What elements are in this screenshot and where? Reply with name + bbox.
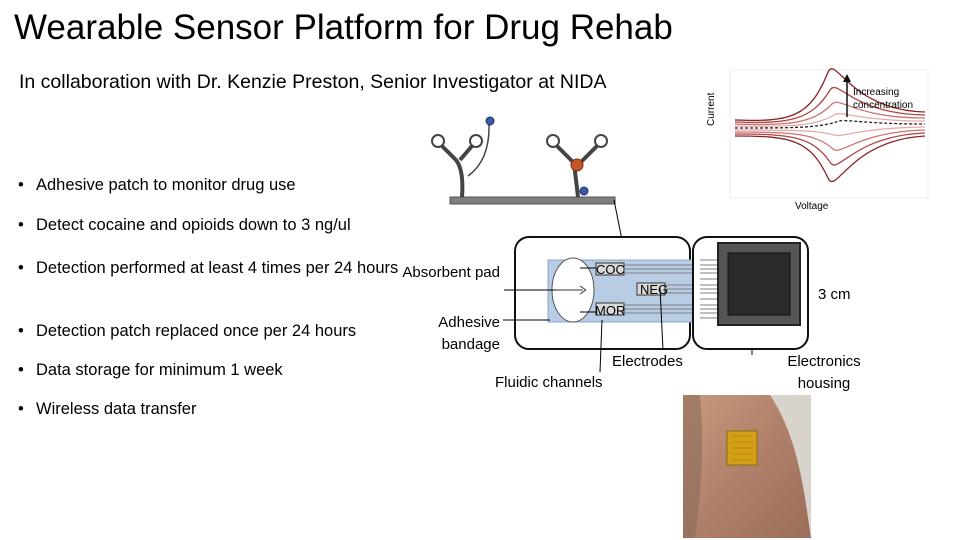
bullet-item: Data storage for minimum 1 week bbox=[18, 359, 411, 382]
bullet-item: Detect cocaine and opioids down to 3 ng/… bbox=[18, 214, 411, 237]
redox-tag-icon bbox=[485, 116, 495, 126]
size-label: 3 cm bbox=[818, 286, 851, 303]
electronics-housing-label: Electronics housing bbox=[787, 353, 861, 392]
arm-photo bbox=[683, 395, 811, 538]
bullet-item: Adhesive patch to monitor drug use bbox=[18, 174, 411, 197]
electronics-patch bbox=[692, 236, 809, 355]
detection-patch bbox=[503, 236, 700, 373]
subtitle: In collaboration with Dr. Kenzie Preston… bbox=[19, 71, 607, 93]
electrode-neg-label: NEG bbox=[640, 282, 669, 297]
increasing-concentration-label: Increasing concentration bbox=[853, 87, 914, 111]
bullet-item: Wireless data transfer bbox=[18, 398, 411, 421]
bullet-item: Detection performed at least 4 times per… bbox=[18, 257, 411, 280]
absorbent-pad-label: Absorbent pad bbox=[402, 264, 500, 281]
electrode-mor-label: MOR bbox=[595, 303, 626, 318]
electrode-coc-label: COC bbox=[596, 262, 625, 277]
page-title: Wearable Sensor Platform for Drug Rehab bbox=[14, 8, 673, 47]
antibody-schematic bbox=[431, 116, 627, 261]
electrodes-label: Electrodes bbox=[612, 353, 683, 370]
voltammogram-plot bbox=[729, 68, 929, 199]
y-axis-label: Current bbox=[706, 92, 717, 126]
adhesive-bandage-label: Adhesive bandage bbox=[438, 314, 500, 353]
electrode-bar bbox=[449, 196, 616, 205]
drug-molecule-icon bbox=[570, 158, 584, 172]
bullet-item: Detection patch replaced once per 24 hou… bbox=[18, 320, 411, 343]
fluidic-channels-label: Fluidic channels bbox=[495, 374, 603, 391]
x-axis-label: Voltage bbox=[795, 201, 829, 212]
